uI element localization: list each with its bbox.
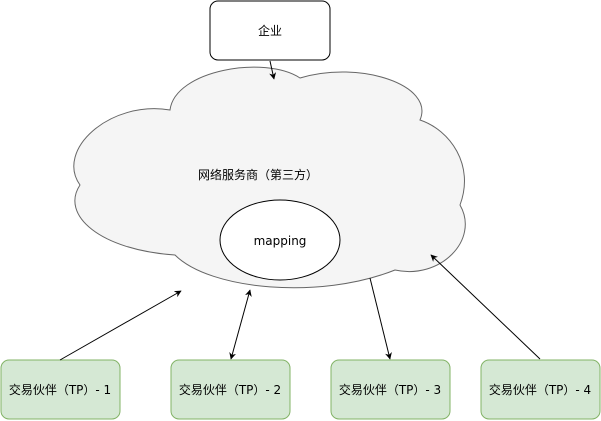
- tp3-node[interactable]: 交易伙伴（TP）- 3: [330, 359, 451, 420]
- tp2-label: 交易伙伴（TP）- 2: [179, 382, 281, 397]
- enterprise-node[interactable]: 企业: [209, 0, 331, 61]
- edge-cloud-to-tp3: [369, 277, 392, 360]
- enterprise-label: 企业: [258, 23, 282, 38]
- mapping-label: mapping: [254, 234, 307, 248]
- tp3-label: 交易伙伴（TP）- 3: [339, 382, 441, 397]
- edge-tp2-cloud-bidirectional: [229, 289, 252, 360]
- edge-tp1-to-cloud: [59, 290, 182, 361]
- tp1-node[interactable]: 交易伙伴（TP）- 1: [0, 359, 121, 420]
- edge-enterprise-to-cloud: [269, 60, 277, 80]
- tp4-label: 交易伙伴（TP）- 4: [489, 382, 591, 397]
- service-provider-cloud[interactable]: 网络服务商（第三方）: [73, 66, 466, 289]
- tp1-label: 交易伙伴（TP）- 1: [9, 382, 111, 397]
- mapping-node[interactable]: mapping: [219, 199, 341, 281]
- tp4-node[interactable]: 交易伙伴（TP）- 4: [480, 359, 601, 420]
- tp2-node[interactable]: 交易伙伴（TP）- 2: [170, 359, 291, 420]
- service-provider-label: 网络服务商（第三方）: [198, 167, 318, 182]
- edge-tp4-to-cloud: [430, 254, 541, 360]
